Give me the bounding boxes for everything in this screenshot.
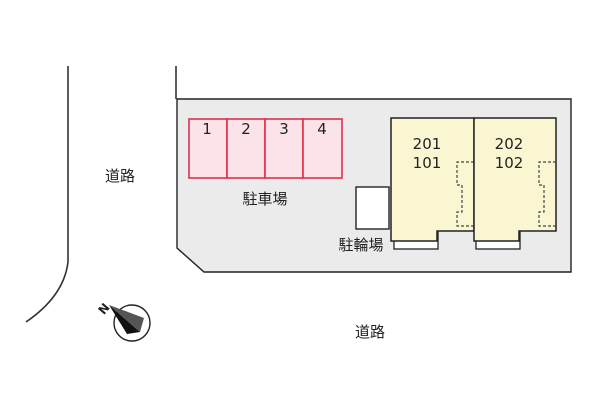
compass-north-letter: N [95,301,112,318]
balcony-outline-201-101 [456,161,474,227]
compass-needle-shade-icon [109,305,144,332]
parking-space-number-2: 2 [241,120,251,138]
parking-label: 駐車場 [242,190,287,208]
compass-needle-icon [109,305,140,334]
building-footprint-202-102 [473,117,557,242]
parking-space-number-3: 3 [279,120,289,138]
road-boundary-left [25,66,69,323]
bicycle-parking-label: 駐輪場 [338,236,383,254]
unit-number-102: 102 [495,154,524,172]
bicycle-parking-area [355,186,390,230]
building-unit-201-101: 201 101 [390,117,475,250]
parking-space-3 [264,118,304,179]
unit-number-202: 202 [495,135,524,153]
balcony-outline-202-102 [538,161,556,227]
unit-number-101: 101 [413,154,442,172]
parking-area: 1 2 3 4 [188,118,343,179]
compass: N [95,301,151,342]
unit-number-201: 201 [413,135,442,153]
parking-space-number-1: 1 [202,120,212,138]
parking-space-2 [226,118,266,179]
road-label-left: 道路 [105,167,135,185]
parking-space-4 [302,118,343,179]
parking-space-1 [188,118,228,179]
building-unit-202-102: 202 102 [473,117,557,250]
parking-space-number-4: 4 [317,120,327,138]
road-label-bottom: 道路 [355,323,385,341]
